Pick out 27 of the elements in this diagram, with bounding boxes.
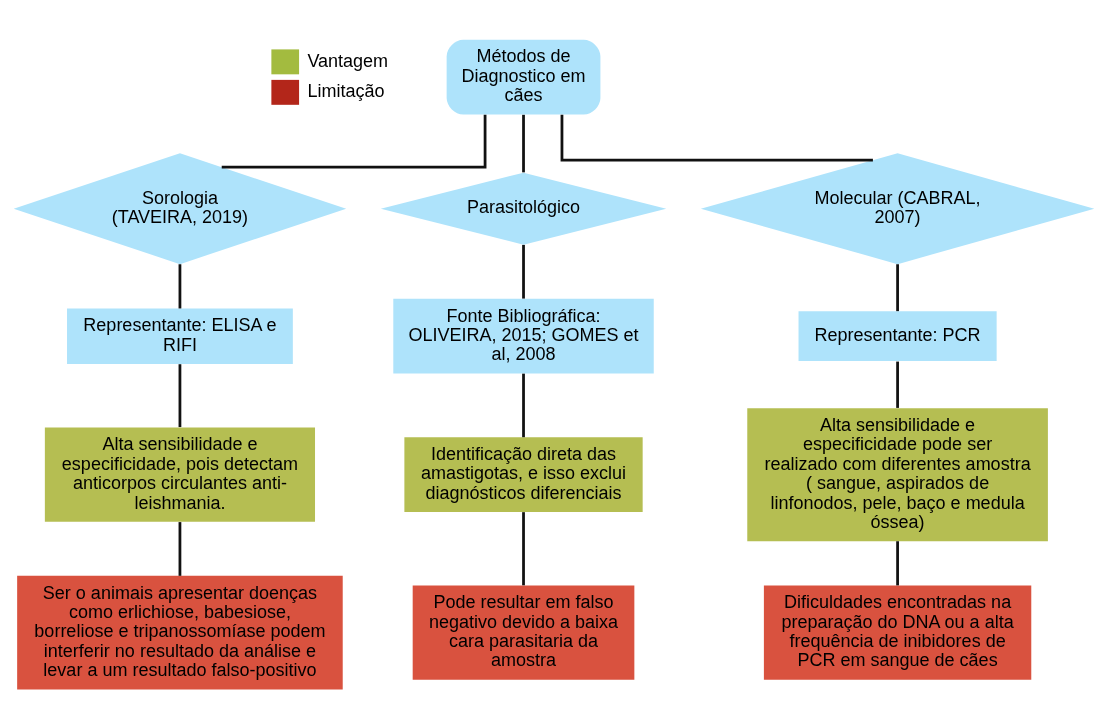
connector [896,540,899,585]
connector [896,361,899,408]
node-box: Fonte Bibliográfica: OLIVEIRA, 2015; GOMES et al, 2008 [393,298,654,374]
node-box: Alta sensibilidade e especificidade pode ser realizado com diferentes amostra ( sangue, aspirados de linfonodos, pele, baço e medula óssea) [747,407,1048,541]
connector [522,373,525,437]
connector [522,244,525,299]
node-box: Dificuldades encontradas na preparação do DNA ou a alta frequência de inibidores de PCR em sangue de cães [763,585,1032,680]
node-box: Alta sensibilidade e especificidade, pois detectam anticorpos circulantes anti-leishmania. [44,427,315,522]
node-box: Pode resultar em falso negativo devido a baixa cara parasitaria da amostra [412,585,635,680]
connector [522,511,525,585]
node-diamond: Sorologia (TAVEIRA, 2019) [13,152,347,264]
node-box: Ser o animais apresentar doenças como erlichiose, babesiose, borreliose e tripanossomíase podem interferir no resultado da análise e levar a um resultado falso-positivo [17,575,343,689]
node-diamond: Parasitológico [380,172,667,245]
connector [221,114,487,169]
node-box: Representante: PCR [798,310,997,361]
connector [178,521,182,576]
node-box: Representante: ELISA e RIFI [67,307,293,364]
legend-label: Vantagem [307,50,389,71]
connector [560,114,873,162]
connector [178,363,182,427]
node-diamond: Molecular (CABRAL, 2007) [700,152,1095,264]
legend-label: Limitação [307,80,385,101]
connector [896,263,899,311]
connector [178,263,182,308]
node-box: Identificação direta das amastigotas, e isso exclui diagnósticos diferenciais [404,436,643,512]
node-box: Métodos de Diagnostico em cães [446,39,601,114]
connector [522,114,525,172]
